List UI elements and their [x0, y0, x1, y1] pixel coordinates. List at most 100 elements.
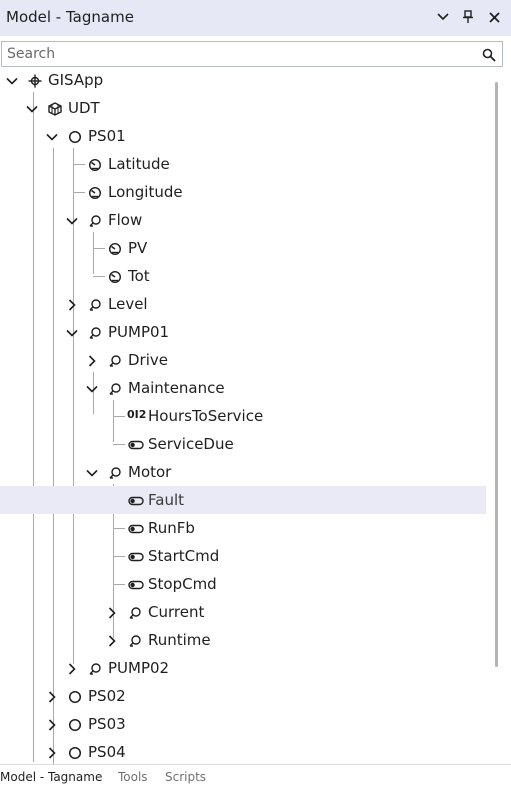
tree-guide-line	[53, 148, 54, 764]
chevron-down-icon[interactable]	[5, 73, 19, 87]
tree-node-ps01[interactable]: PS01	[0, 122, 486, 150]
gauge-tag-icon	[88, 185, 102, 200]
instance-circle-icon	[68, 129, 82, 144]
boolean-toggle-icon	[128, 549, 144, 563]
app-icon	[28, 73, 42, 88]
gauge-tag-icon	[108, 269, 122, 284]
tree-node-label: Flow	[108, 211, 143, 229]
tree-node-label: StartCmd	[148, 547, 220, 565]
tree-guide-line	[33, 92, 34, 762]
chevron-right-icon[interactable]	[105, 605, 119, 619]
tree-node-motor[interactable]: Motor	[0, 458, 486, 486]
tree-node-level[interactable]: Level	[0, 290, 486, 318]
tree-node-label: Runtime	[148, 631, 211, 649]
tab-scripts[interactable]: Scripts	[165, 770, 207, 784]
search-box	[1, 41, 503, 67]
boolean-toggle-icon	[128, 577, 144, 591]
tree-node-label: Drive	[128, 351, 168, 369]
pin-icon[interactable]	[457, 6, 479, 28]
tree-node-fault[interactable]: Fault	[0, 486, 486, 514]
tree-node-label: StopCmd	[148, 575, 217, 593]
folder-node-icon	[88, 661, 102, 675]
tab-model-tagname[interactable]: Model - Tagname	[0, 770, 103, 784]
close-icon[interactable]	[483, 6, 505, 28]
boolean-toggle-icon	[128, 437, 144, 451]
tree-node-ps03[interactable]: PS03	[0, 710, 486, 738]
tree-node-label: GISApp	[48, 71, 104, 89]
chevron-right-icon[interactable]	[105, 633, 119, 647]
panel-title: Model - Tagname	[6, 8, 134, 26]
search-input[interactable]	[7, 44, 477, 64]
tree-node-runtime[interactable]: Runtime	[0, 626, 486, 654]
tree-node-stopcmd[interactable]: StopCmd	[0, 570, 486, 598]
bottom-tab-strip: Model - Tagname Tools Scripts	[0, 764, 511, 793]
chevron-down-icon[interactable]	[85, 381, 99, 395]
folder-node-icon	[88, 213, 102, 227]
folder-node-icon	[108, 381, 122, 395]
tree-node-label: Current	[148, 603, 205, 621]
chevron-right-icon[interactable]	[45, 745, 59, 759]
tree-node-label: UDT	[68, 99, 100, 117]
tree-node-label: ServiceDue	[148, 435, 234, 453]
tree-node-label: Maintenance	[128, 379, 225, 397]
boolean-toggle-icon	[128, 493, 144, 507]
tree-node-ps04[interactable]: PS04	[0, 738, 486, 764]
tree-node-label: Tot	[128, 267, 150, 285]
vertical-scrollbar[interactable]	[495, 82, 498, 667]
tree-node-tot[interactable]: Tot	[0, 262, 486, 290]
tree-node-runfb[interactable]: RunFb	[0, 514, 486, 542]
tree-node-latitude[interactable]: Latitude	[0, 150, 486, 178]
chevron-down-icon[interactable]	[45, 129, 59, 143]
tree-node-ps02[interactable]: PS02	[0, 682, 486, 710]
chevron-down-icon[interactable]	[85, 465, 99, 479]
dropdown-icon[interactable]	[432, 6, 454, 28]
tree-guide-stub	[93, 248, 105, 249]
tree-node-udt[interactable]: UDT	[0, 94, 486, 122]
instance-circle-icon	[68, 689, 82, 704]
tree-node-gisapp[interactable]: GISApp	[0, 66, 486, 94]
tab-tools[interactable]: Tools	[118, 770, 148, 784]
tree-guide-stub	[113, 444, 125, 445]
instance-circle-icon	[68, 745, 82, 760]
folder-node-icon	[88, 325, 102, 339]
tree-guide-stub	[113, 556, 125, 557]
tree-node-flow[interactable]: Flow	[0, 206, 486, 234]
tree-node-label: PUMP02	[108, 659, 170, 677]
tree-node-label: PS02	[88, 687, 126, 705]
chevron-down-icon[interactable]	[25, 101, 39, 115]
chevron-right-icon[interactable]	[65, 661, 79, 675]
tree-node-pv[interactable]: PV	[0, 234, 486, 262]
numeric-tag-icon: 0I2	[127, 408, 147, 421]
tree-node-servicedue[interactable]: ServiceDue	[0, 430, 486, 458]
tree-node-pump02[interactable]: PUMP02	[0, 654, 486, 682]
tree-node-current[interactable]: Current	[0, 598, 486, 626]
tree-node-label: Level	[108, 295, 148, 313]
panel-title-bar: Model - Tagname	[0, 0, 511, 36]
folder-node-icon	[108, 465, 122, 479]
tree-node-label: Latitude	[108, 155, 170, 173]
tree-guide-stub	[73, 164, 85, 165]
tree-node-label: PS04	[88, 743, 126, 761]
tree-node-longitude[interactable]: Longitude	[0, 178, 486, 206]
tree-node-startcmd[interactable]: StartCmd	[0, 542, 486, 570]
tree-guide-stub	[73, 192, 85, 193]
tree-guide-line	[113, 484, 114, 638]
chevron-right-icon[interactable]	[85, 353, 99, 367]
tree-guide-line	[93, 232, 94, 274]
chevron-down-icon[interactable]	[65, 213, 79, 227]
tree-guide-stub	[113, 528, 125, 529]
chevron-right-icon[interactable]	[65, 297, 79, 311]
search-icon[interactable]	[482, 47, 496, 66]
chevron-down-icon[interactable]	[65, 325, 79, 339]
chevron-right-icon[interactable]	[45, 717, 59, 731]
tree-node-label: PS01	[88, 127, 126, 145]
chevron-right-icon[interactable]	[45, 689, 59, 703]
tree-node-pump01[interactable]: PUMP01	[0, 318, 486, 346]
tree-node-maintenance[interactable]: Maintenance	[0, 374, 486, 402]
tree-guide-stub	[113, 416, 125, 417]
tree-node-label: PUMP01	[108, 323, 170, 341]
tree-node-drive[interactable]: Drive	[0, 346, 486, 374]
tree-guide-line	[93, 372, 94, 414]
tag-tree: GISApp UDT PS01 Latitude Longitude Flow …	[0, 66, 496, 764]
